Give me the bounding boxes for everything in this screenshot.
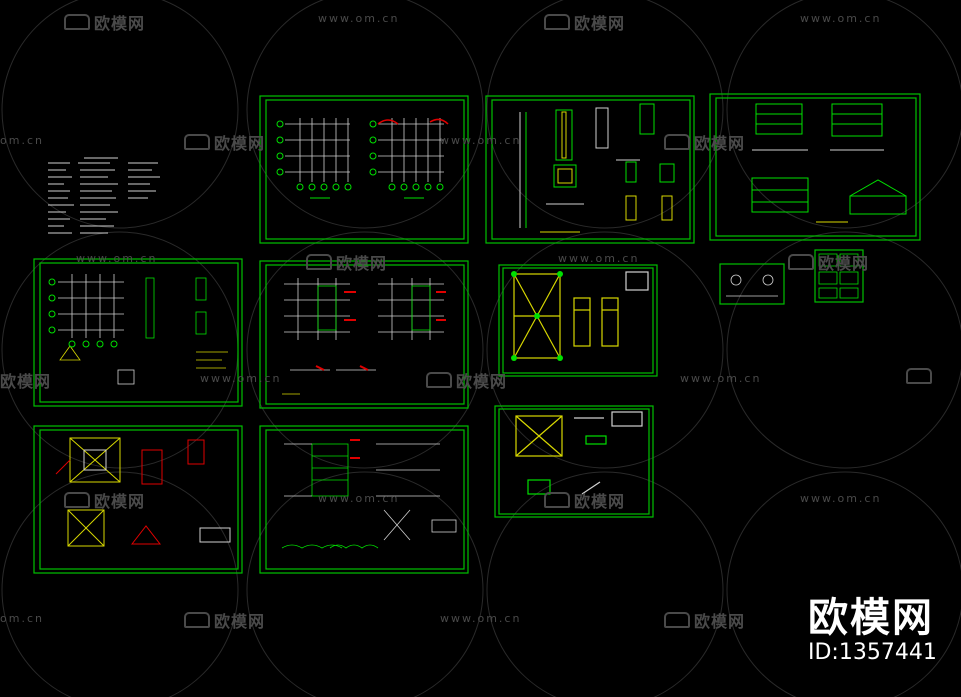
sheet-roof-red xyxy=(350,439,360,459)
sheet-foundation-plan xyxy=(58,274,228,385)
sheet-plan-1-red xyxy=(377,118,449,125)
sheet-small-tables xyxy=(726,253,859,299)
sheet-plan-1 xyxy=(285,118,444,182)
sheet-frames xyxy=(33,93,921,574)
sheet-bracing-detail xyxy=(515,411,643,495)
sheet-plan-1-marks xyxy=(276,120,444,199)
sheet-footing-detail xyxy=(55,437,231,547)
sheet-framing-red xyxy=(315,291,446,371)
sheet-bracing-nodes xyxy=(511,271,563,361)
model-id: ID:1357441 xyxy=(808,640,937,665)
sheet-notes xyxy=(48,157,160,234)
sheet-column-detail xyxy=(519,103,675,233)
sheet-elevations xyxy=(751,103,907,223)
sheet-framing-plan xyxy=(282,278,444,395)
sheet-roof-framing xyxy=(281,443,457,549)
sheet-foundation-marks xyxy=(48,278,118,348)
sheet-bracing xyxy=(513,271,649,359)
brand-stamp: 欧模网 ID:1357441 xyxy=(808,596,937,666)
brand-name: 欧模网 xyxy=(808,595,934,641)
